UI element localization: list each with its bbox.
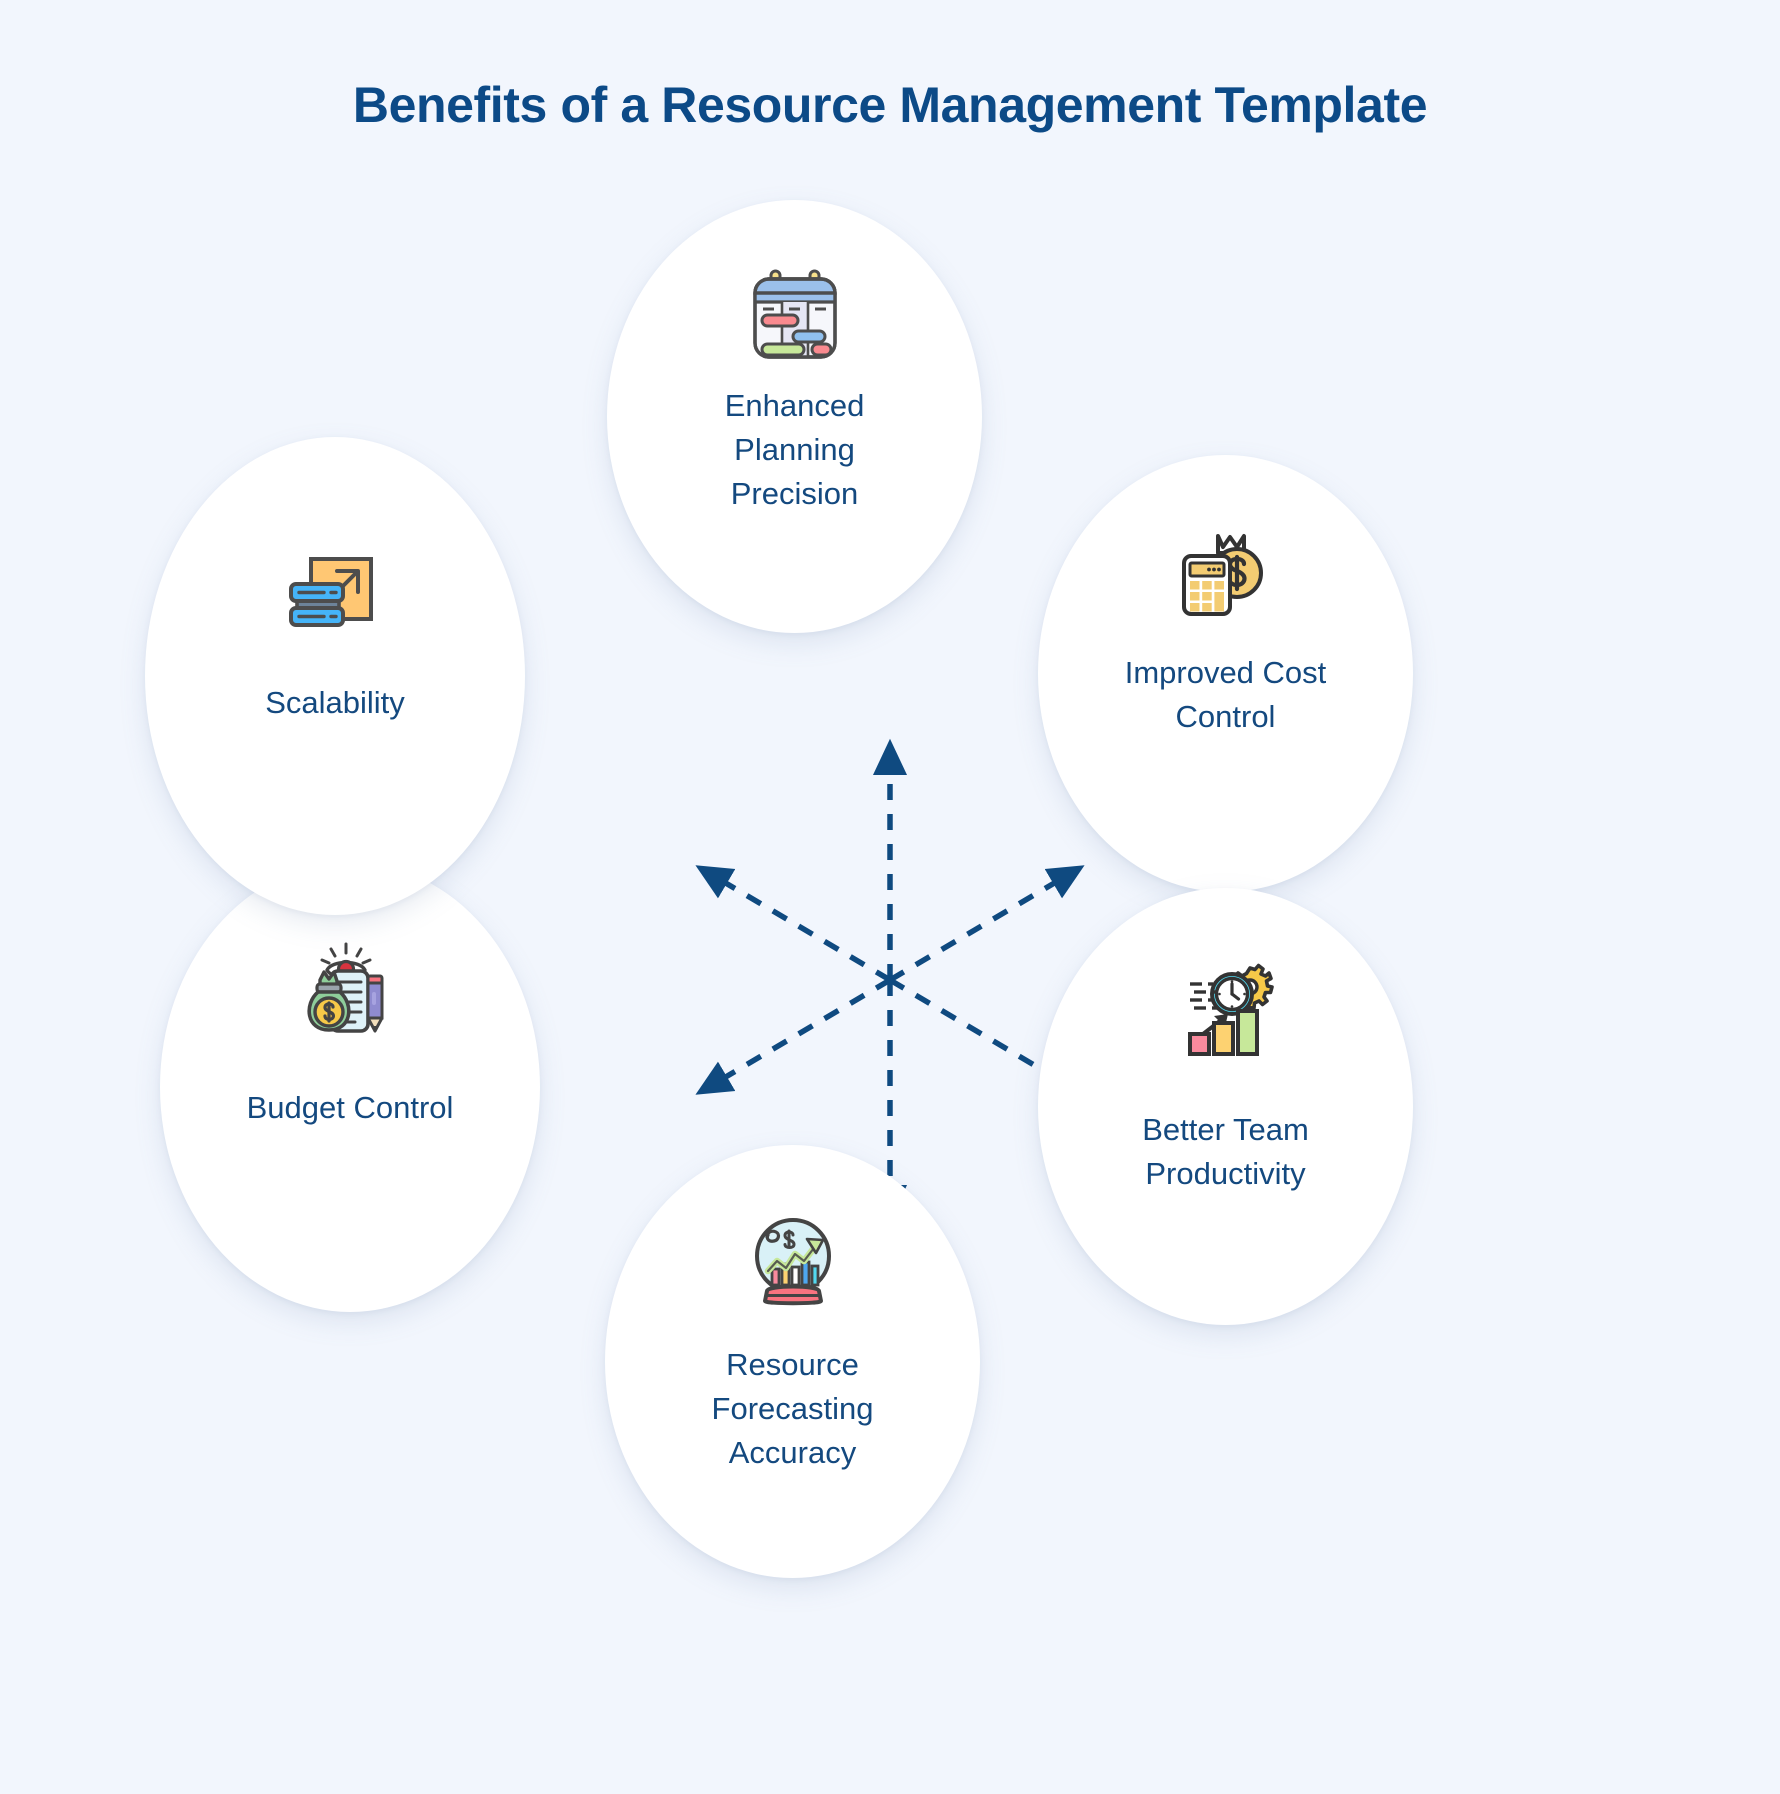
bar-chart-clock-gear-icon-wrap [1168,950,1284,1066]
server-stack-growth-arrow-icon [289,557,373,627]
arrow-up-left [695,865,892,983]
server-stack-growth-arrow-icon-wrap [277,535,393,651]
node-enhanced-planning-precision[interactable]: Enhanced Planning Precision [607,200,982,633]
bar-chart-clock-gear-icon [1187,963,1274,1056]
page-title: Benefits of a Resource Management Templa… [352,77,1428,133]
arrow-down-left [695,977,892,1095]
node-label: Resource Forecasting Accuracy [711,1347,874,1471]
gantt-calendar-icon-wrap [737,258,853,374]
arrow-down-right [888,977,1085,1095]
gantt-calendar-icon [752,269,837,359]
node-improved-cost-control[interactable]: Improved Cost Control [1038,455,1413,892]
node-label: Better Team Productivity [1142,1112,1309,1192]
center-radial-arrows [600,690,1180,1270]
node-better-team-productivity[interactable]: Better Team Productivity [1038,888,1413,1325]
arrow-up-right [888,865,1085,983]
node-label: Improved Cost Control [1124,655,1327,735]
node-label: Scalability [265,685,405,720]
node-scalability[interactable]: Scalability [145,437,525,915]
node-budget-control[interactable]: Budget Control [160,862,540,1312]
crystal-ball-growth-chart-icon-wrap [735,1203,851,1319]
calculator-money-bag-icon [1181,534,1263,616]
calculator-money-bag-icon-wrap [1168,517,1284,633]
node-label: Budget Control [246,1090,454,1125]
node-label: Enhanced Planning Precision [724,388,865,512]
crystal-ball-growth-chart-icon [754,1218,831,1306]
node-resource-forecasting-accuracy[interactable]: Resource Forecasting Accuracy [605,1145,980,1578]
money-bag-checklist-pencil-icon-wrap [292,932,408,1048]
money-bag-checklist-pencil-icon [307,942,384,1033]
